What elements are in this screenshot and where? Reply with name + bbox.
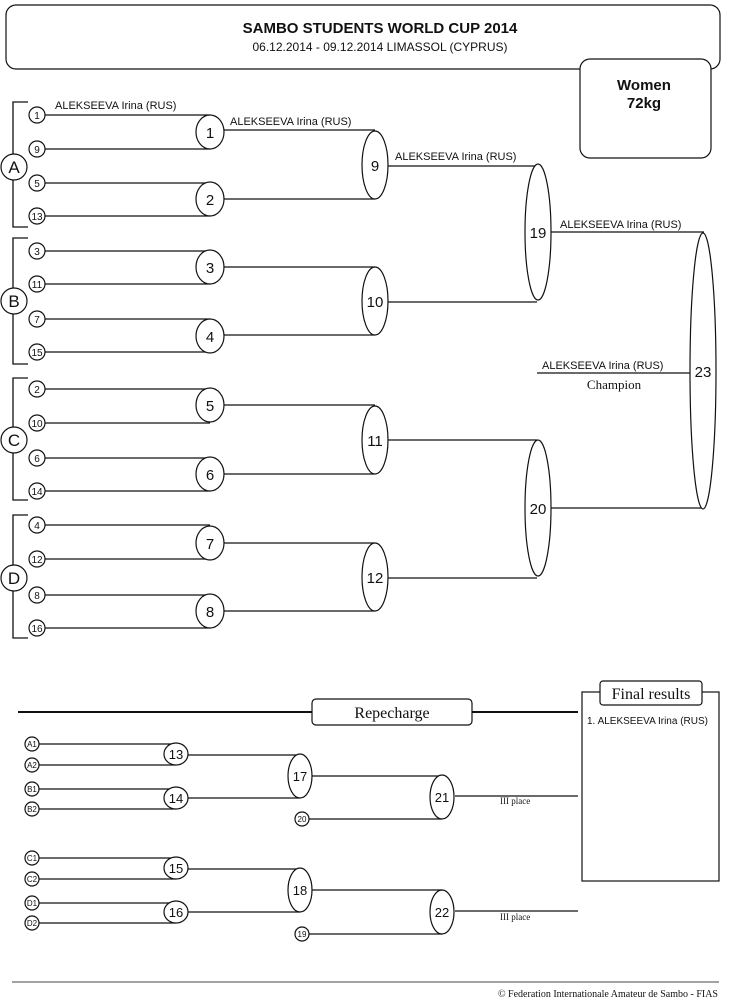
champion-name: ALEKSEEVA Irina (RUS) [542, 360, 663, 372]
pool-b: B [0, 287, 28, 315]
bout-number: 18 [293, 883, 307, 898]
draw-number: 8 [34, 591, 40, 602]
repechage-label-box [311, 698, 473, 726]
bout-number: 7 [206, 536, 214, 553]
draw-number: 1 [34, 111, 40, 122]
draw-number: 6 [34, 454, 40, 465]
bout-number: 6 [206, 467, 214, 484]
seed-label: C1 [27, 854, 38, 863]
athlete-name: ALEKSEEVA Irina (RUS) [230, 116, 351, 128]
bout-number: 9 [371, 158, 379, 175]
bout-number: 3 [206, 260, 214, 277]
final-bout: 23 [689, 232, 717, 510]
third-place-label: III place [500, 912, 530, 922]
draw-number: 12 [31, 555, 43, 566]
pool-label: B [8, 292, 19, 311]
bout-number: 10 [367, 294, 384, 311]
seed-label: 20 [298, 815, 307, 824]
draw-number: 16 [31, 624, 43, 635]
final-results-title-box [599, 680, 703, 706]
category-box [579, 58, 712, 159]
seed-label: D1 [27, 899, 38, 908]
athlete-name: ALEKSEEVA Irina (RUS) [395, 151, 516, 163]
seed-label: C2 [27, 875, 38, 884]
seed-label: 19 [298, 930, 307, 939]
draw-number: 3 [34, 247, 40, 258]
bout-number: 11 [367, 433, 383, 450]
bout-number: 1 [206, 125, 214, 142]
draw-number: 13 [31, 212, 43, 223]
semifinal-bouts: 19 20 [524, 163, 552, 577]
pool-d: D [0, 564, 28, 592]
pool-label: C [8, 431, 20, 450]
bout-number: 5 [206, 398, 214, 415]
draw-number: 7 [34, 315, 40, 326]
athlete-name: ALEKSEEVA Irina (RUS) [560, 219, 681, 231]
draw-number: 9 [34, 145, 40, 156]
event-dates-venue: 06.12.2014 - 09.12.2014 LIMASSOL (CYPRUS… [252, 40, 507, 54]
bout-number: 23 [695, 364, 712, 381]
pool-label: D [8, 569, 20, 588]
header-box [5, 4, 721, 70]
bout-number: 19 [530, 225, 547, 242]
draw-number: 11 [32, 280, 43, 291]
event-title: SAMBO STUDENTS WORLD CUP 2014 [243, 20, 518, 37]
champion-label: Champion [587, 377, 642, 392]
seed-label: D2 [27, 919, 38, 928]
bout-number: 4 [206, 329, 214, 346]
bout-number: 12 [367, 570, 384, 587]
footer-copyright: © Federation Internationale Amateur de S… [498, 989, 718, 1000]
repechage-bouts: 13 14 15 16 17 18 21 22 [163, 742, 455, 935]
bout-number: 2 [206, 192, 214, 209]
draw-number: 15 [31, 348, 43, 359]
third-place-label: III place [500, 796, 530, 806]
pool-c: C [0, 426, 28, 454]
draw-number: 5 [34, 179, 40, 190]
bout-number: 20 [530, 501, 547, 518]
draw-number: 14 [31, 487, 43, 498]
seed-label: A2 [27, 761, 37, 770]
repechage-seeds: A1 A2 B1 B2 20 C1 C2 D1 D2 19 [24, 736, 310, 942]
category-gender: Women [617, 77, 671, 94]
bout-number: 17 [293, 769, 307, 784]
bout-number: 8 [206, 604, 214, 621]
bout-number: 15 [169, 861, 183, 876]
bout-number: 13 [169, 747, 183, 762]
round-1-bouts: 1 2 3 4 5 6 7 8 [195, 114, 225, 629]
pool-label: A [8, 158, 20, 177]
bout-number: 16 [169, 905, 183, 920]
draw-number: 2 [34, 385, 40, 396]
bout-number: 14 [169, 791, 183, 806]
draw-slots: 1 9 5 13 3 11 7 15 2 10 6 14 4 12 8 16 [28, 106, 46, 637]
final-results-box [581, 691, 720, 882]
draw-number: 4 [34, 521, 40, 532]
pool-a: A [0, 153, 28, 181]
bout-number: 22 [435, 905, 449, 920]
draw-number: 10 [31, 419, 43, 430]
round-2-bouts: 9 10 11 12 [361, 130, 389, 612]
seed-label: B1 [27, 785, 37, 794]
athlete-name: ALEKSEEVA Irina (RUS) [55, 100, 176, 112]
seed-label: B2 [27, 805, 37, 814]
bout-number: 21 [435, 790, 449, 805]
repechage-title: Repecharge [354, 705, 429, 722]
category-weight: 72kg [627, 95, 661, 112]
seed-label: A1 [27, 740, 37, 749]
final-results-title: Final results [612, 686, 691, 703]
first-place-entry: 1. ALEKSEEVA Irina (RUS) [587, 716, 708, 727]
